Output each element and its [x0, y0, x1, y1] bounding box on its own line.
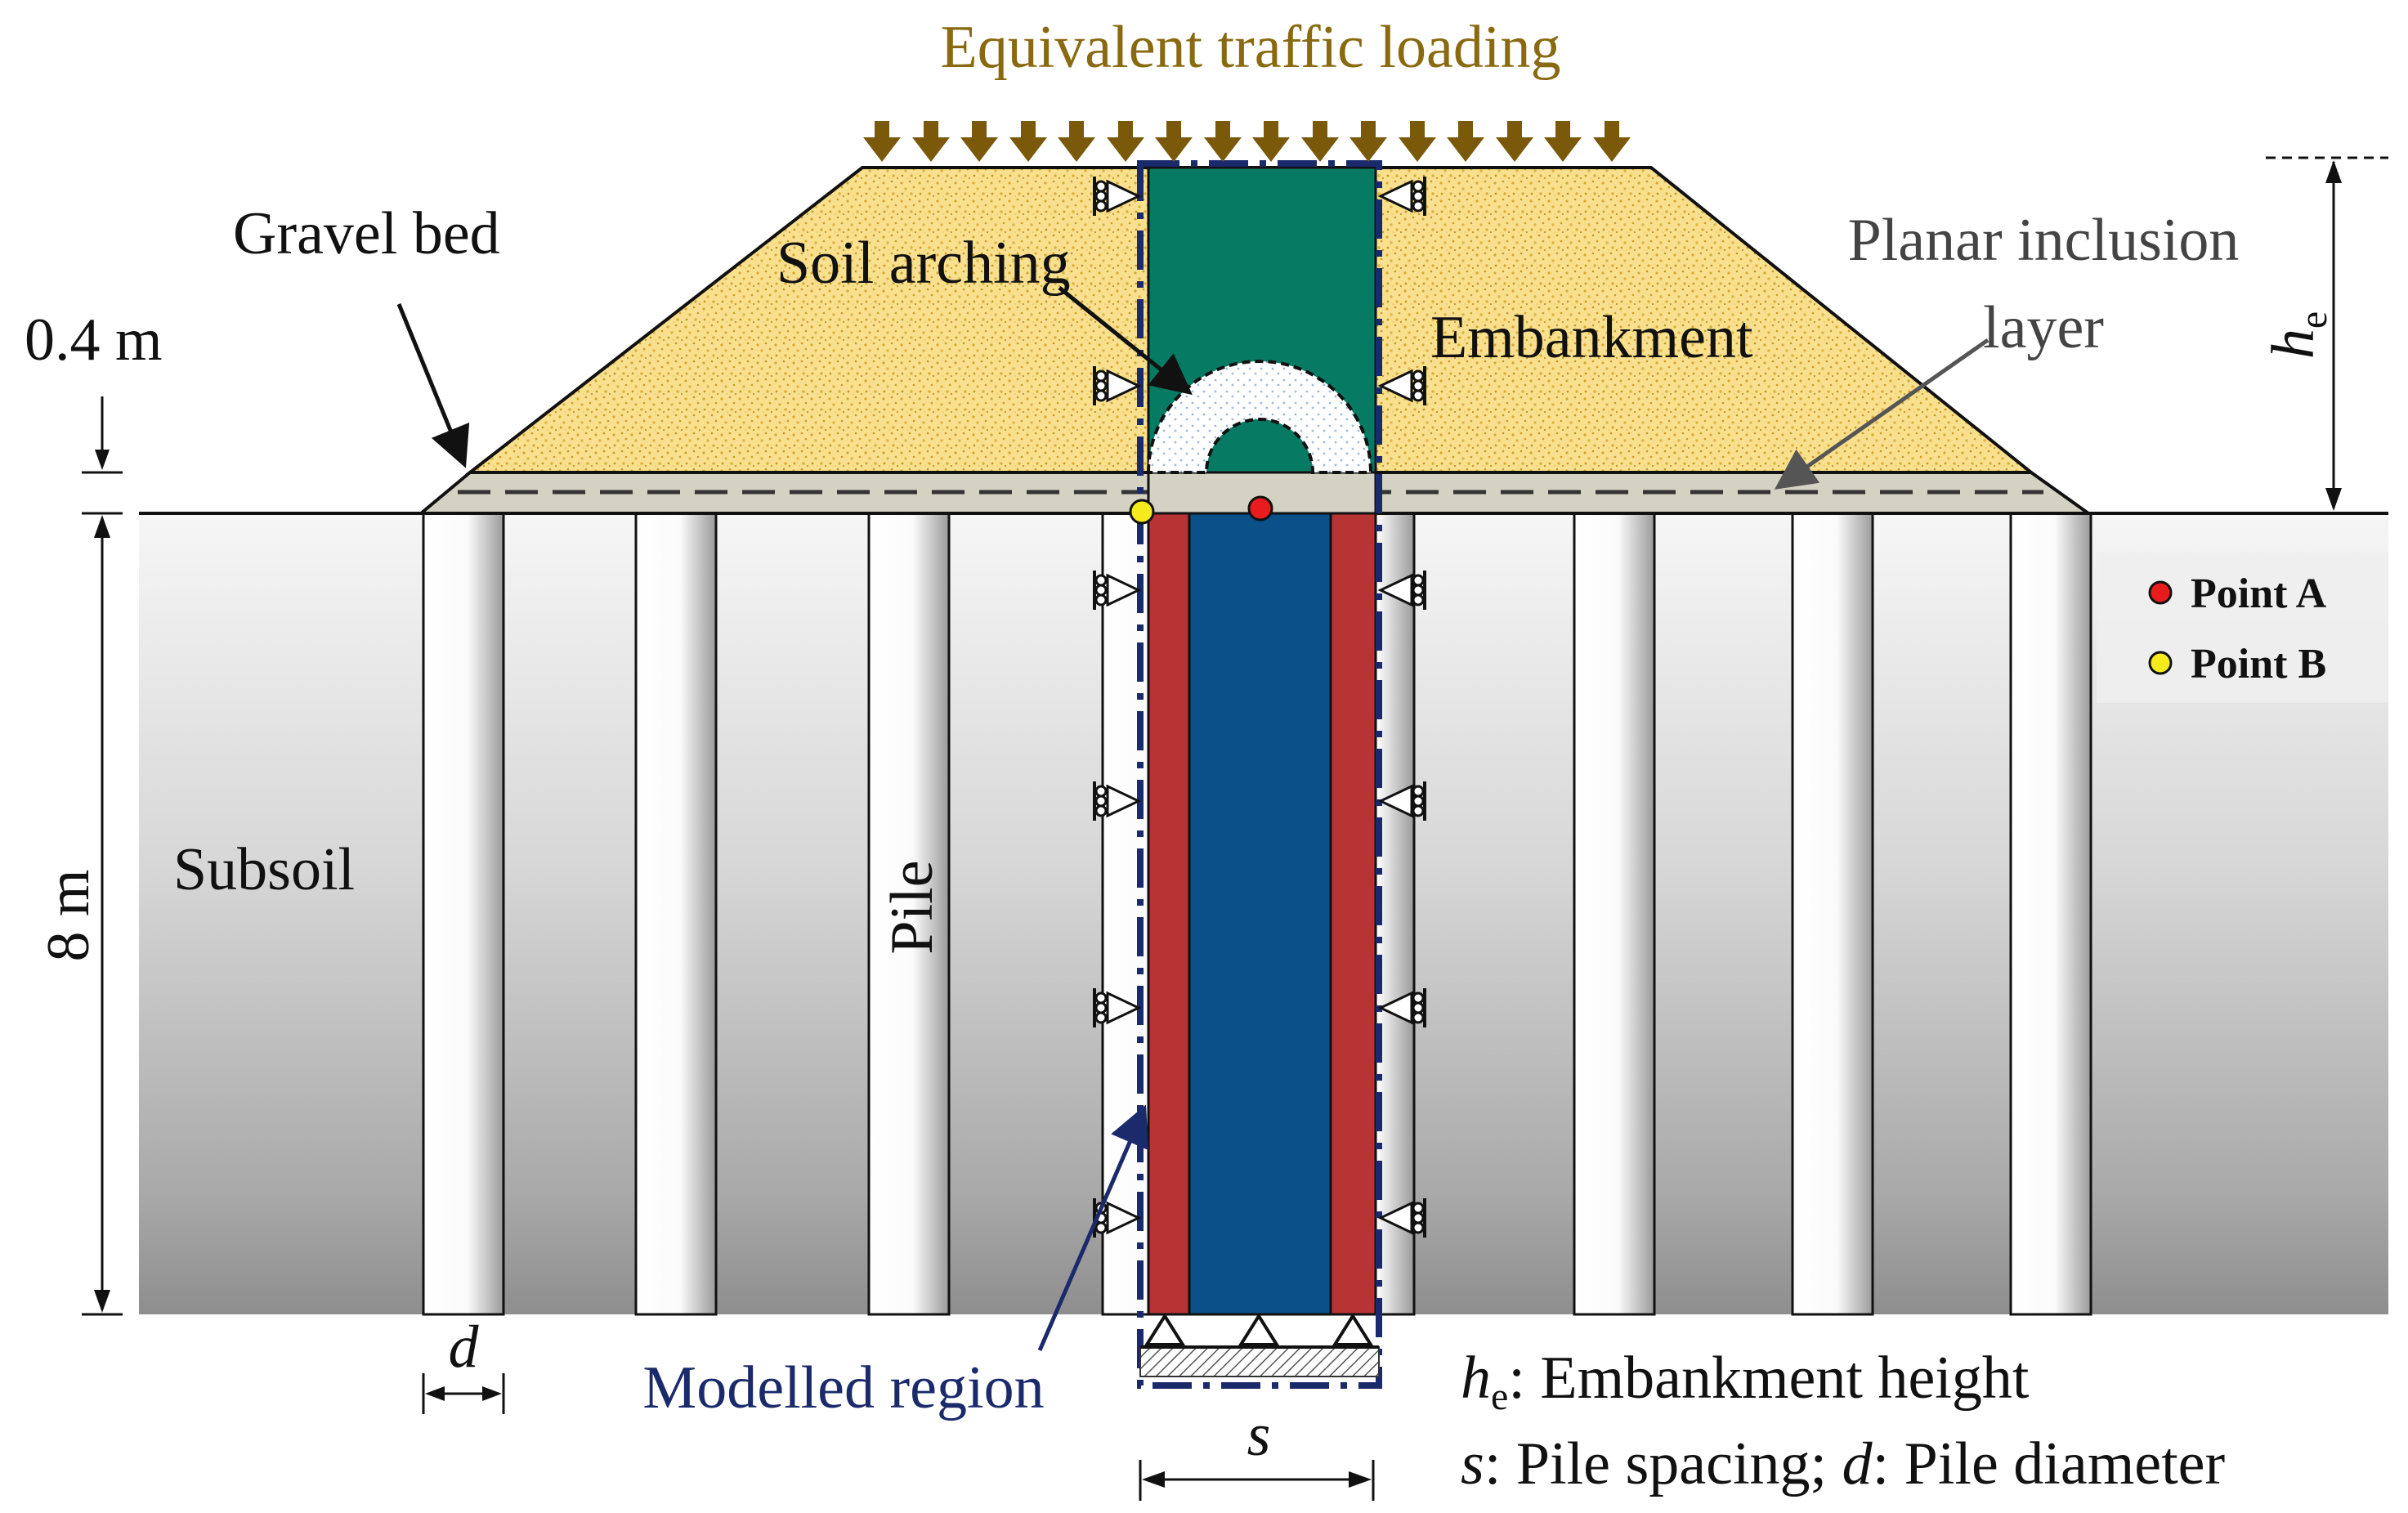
s-dimension-label: s — [1247, 1402, 1271, 1469]
planar-inclusion-label-line2: layer — [1983, 294, 2104, 361]
d-dimension — [422, 1373, 505, 1414]
note-spacing-diameter: s: Pile spacing; d: Pile diameter — [1461, 1430, 2225, 1497]
pile-label: Pile — [879, 860, 946, 954]
soil-arching-leader — [1058, 286, 1193, 396]
modelled-region-label: Modelled region — [642, 1354, 1044, 1421]
he-subscript: e — [2292, 311, 2335, 329]
pile — [1573, 512, 1656, 1316]
subsoil-depth-dimension — [82, 512, 123, 1316]
d-dimension-label: d — [449, 1314, 480, 1381]
pile — [634, 512, 718, 1316]
note1-subscript: e — [1491, 1375, 1508, 1418]
model-pile-left — [1147, 512, 1191, 1316]
note1-symbol: h — [1461, 1345, 1491, 1412]
he-symbol: h — [2260, 329, 2327, 359]
legend-point-b-label: Point B — [2191, 641, 2326, 687]
note2-d: d — [1842, 1430, 1873, 1497]
point-b-marker — [1129, 499, 1155, 525]
model-subsoil-column — [1188, 512, 1332, 1316]
legend-point-a-swatch — [2148, 580, 2173, 605]
gravel-thickness-dimension — [82, 396, 123, 474]
soil-arching-label: Soil arching — [777, 230, 1071, 297]
pile — [1791, 512, 1874, 1316]
legend-point-b-swatch — [2148, 651, 2173, 675]
gravel-bed-leader — [396, 303, 470, 468]
point-a-marker — [1247, 495, 1273, 521]
note1-text: : Embankment height — [1508, 1345, 2030, 1412]
pile — [867, 512, 951, 1316]
pile — [2009, 512, 2092, 1316]
legend-point-a-label: Point A — [2191, 571, 2327, 617]
he-dimension-label: he — [2260, 311, 2335, 359]
legend-box — [2097, 552, 2388, 703]
model-pile-right — [1329, 512, 1377, 1316]
traffic-load-arrows — [863, 121, 1631, 162]
legend: Point A Point B — [2097, 552, 2388, 703]
pile — [422, 512, 505, 1316]
note2-text1: : Pile spacing; — [1484, 1430, 1842, 1497]
planar-inclusion-leader — [1774, 338, 1990, 490]
note2-text2: : Pile diameter — [1873, 1430, 2226, 1497]
note-embankment-height: he: Embankment height — [1461, 1345, 2030, 1418]
base-supports — [1139, 1313, 1380, 1377]
note2-s: s — [1461, 1430, 1484, 1497]
gravel-bed-label: Gravel bed — [233, 200, 500, 267]
modelled-region-leader — [1037, 1104, 1149, 1351]
embankment-label: Embankment — [1430, 304, 1753, 371]
modelled-region-boundary — [1137, 160, 1382, 1389]
subsoil-label: Subsoil — [173, 836, 355, 903]
he-dimension — [2266, 156, 2388, 511]
s-dimension — [1139, 1460, 1375, 1501]
planar-inclusion-label-line1: Planar inclusion — [1848, 207, 2240, 274]
subsoil-depth-label: 8 m — [35, 869, 102, 961]
traffic-loading-label: Equivalent traffic loading — [941, 14, 1561, 81]
gravel-thickness-label: 0.4 m — [25, 307, 163, 374]
